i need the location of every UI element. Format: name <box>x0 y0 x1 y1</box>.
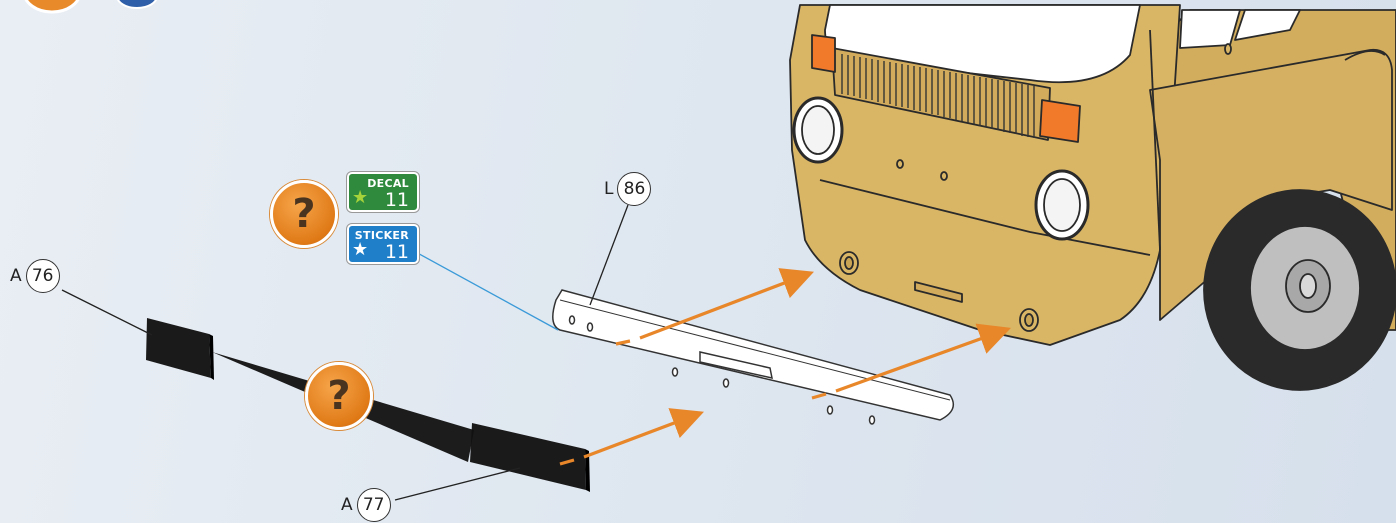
partial-help-badge <box>24 0 80 12</box>
part-number: 77 <box>357 488 391 522</box>
sticker-tag: STICKER 11 ★ <box>347 224 419 264</box>
part-label-a76: A 76 <box>10 259 60 293</box>
part-label-l86: L 86 <box>604 172 651 206</box>
part-label-a77: A 77 <box>341 488 391 522</box>
decal-tag: DECAL 11 ★ <box>347 172 419 212</box>
plate-part-77 <box>470 423 590 492</box>
partial-emblem-icon <box>117 0 157 8</box>
help-question-icon: ? <box>270 180 338 248</box>
plate-part-76 <box>146 318 214 380</box>
part-letter: L <box>604 179 613 199</box>
star-icon: ★ <box>352 189 368 207</box>
sticker-leader-line <box>412 250 558 330</box>
part-letter: A <box>10 266 22 286</box>
bumper-part-86 <box>553 290 954 424</box>
star-icon: ★ <box>352 241 368 259</box>
part-letter: A <box>341 495 353 515</box>
part-number: 76 <box>26 259 60 293</box>
part-number: 86 <box>617 172 651 206</box>
help-question-icon: ? <box>305 362 373 430</box>
van-front <box>790 5 1396 390</box>
